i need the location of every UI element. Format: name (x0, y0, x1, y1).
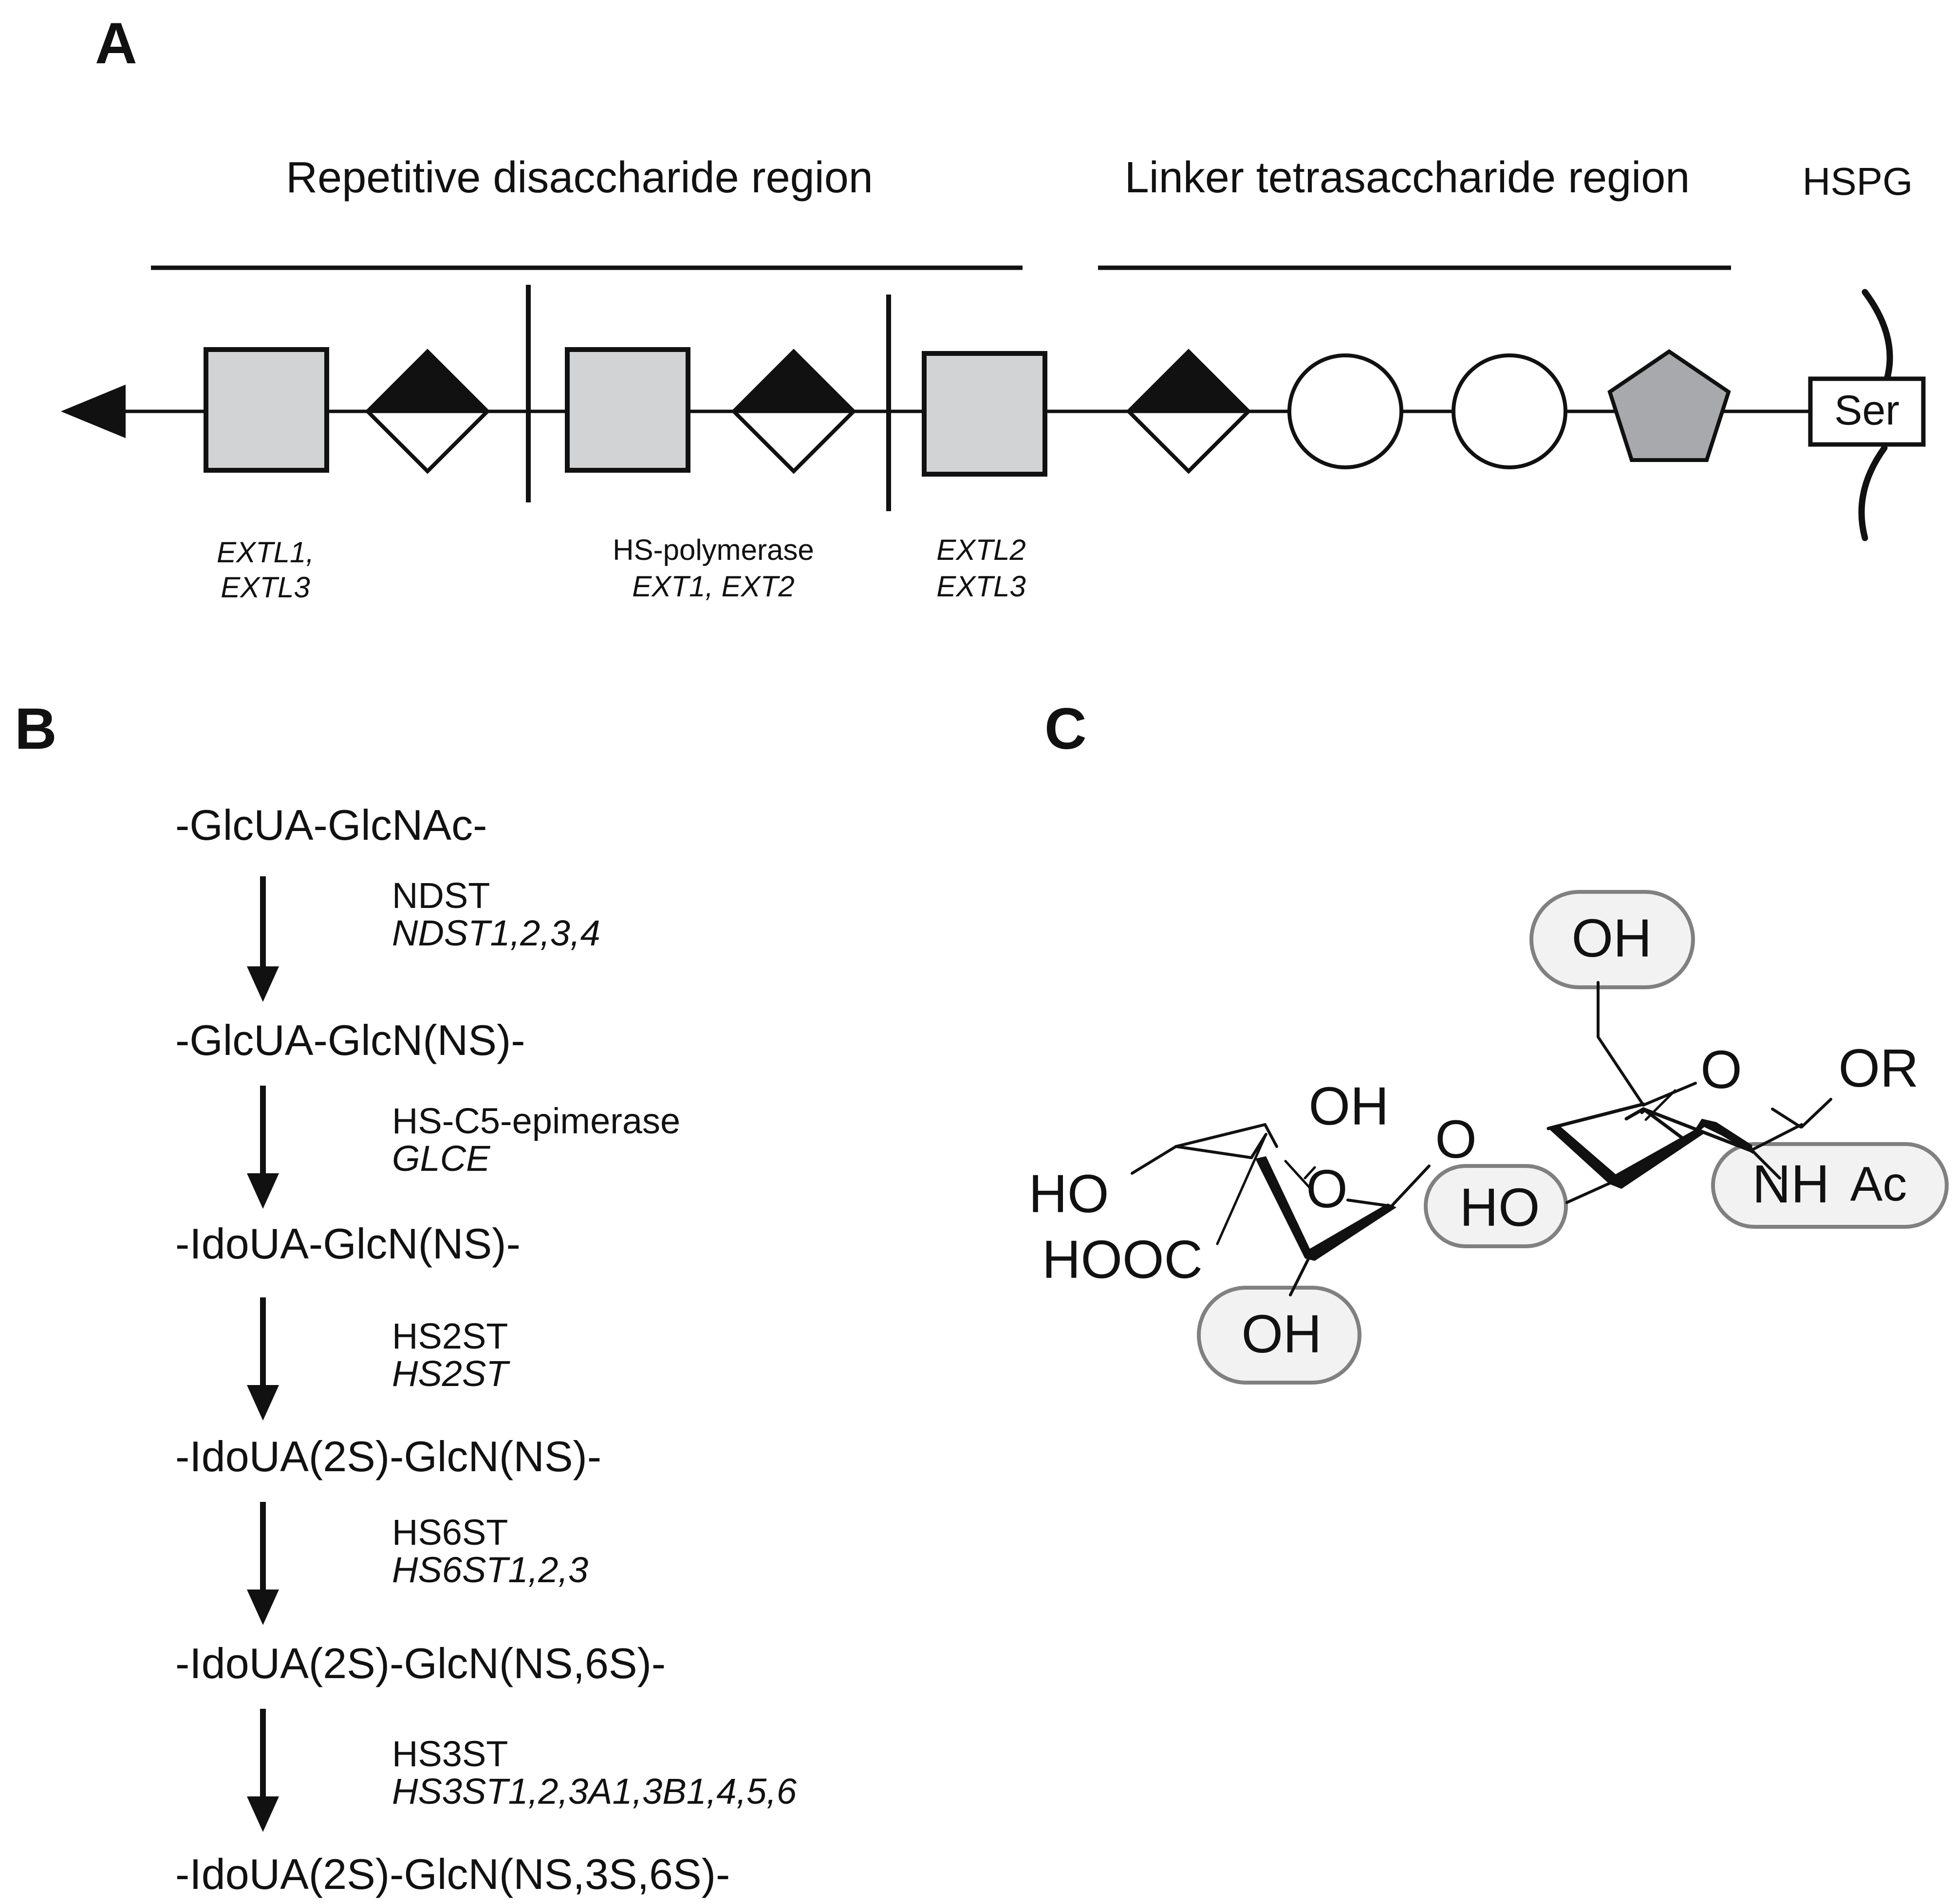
highlight-oh-top (1529, 890, 1695, 989)
region-label-repetitive: Repetitive disaccharide region (286, 153, 873, 202)
pathway-enzyme-hs3st: HS3ST (392, 1734, 508, 1774)
enzyme-label-extl1: EXTL1, (217, 536, 314, 569)
pathway-enzyme-ndst: NDST (392, 875, 490, 916)
panel-c: C (1029, 696, 1949, 1385)
pathway-arrow-3-head (247, 1385, 279, 1421)
idoua-ring (1131, 1123, 1396, 1296)
core-protein-curve (1858, 289, 1893, 541)
label-hooc: HOOC (1042, 1230, 1203, 1290)
pathway-genes-hs6st: HS6ST1,2,3 (392, 1550, 588, 1590)
label-ho-right: HO (1460, 1178, 1540, 1238)
enzyme-label-hs-polymerase: HS-polymerase (613, 534, 814, 566)
pathway-genes-hs3st: HS3ST1,2,3A1,3B1,4,5,6 (392, 1771, 797, 1812)
pathway-product-5: -IdoUA(2S)-GlcN(NS,6S)- (175, 1639, 666, 1687)
glcua-diamond-2 (731, 349, 856, 474)
highlight-oh-bottom (1197, 1286, 1361, 1385)
label-nh: NH (1752, 1154, 1830, 1214)
serine-box (1808, 376, 1926, 447)
label-or: OR (1839, 1038, 1919, 1098)
region-label-linker: Linker tetrasaccharide region (1125, 153, 1690, 202)
pathway-genes-hs2st: HS2ST (392, 1353, 510, 1394)
glcua-diamond-linker (1126, 349, 1251, 474)
pathway-product-6: -IdoUA(2S)-GlcN(NS,3S,6S)- (175, 1850, 730, 1898)
pathway-enzyme-hs2st: HS2ST (392, 1316, 508, 1356)
label-ac: Ac (1850, 1157, 1907, 1211)
label-o-ring-right: O (1700, 1040, 1742, 1100)
glcnac-square-2 (565, 347, 690, 473)
highlight-ho-right (1424, 1164, 1568, 1248)
enzyme-label-extl3-left: EXTL3 (221, 571, 310, 604)
panel-c-letter: C (1044, 696, 1087, 761)
pathway-genes-glce: GLCE (392, 1138, 491, 1179)
pathway-arrow-5-head (247, 1796, 279, 1832)
xylose-pentagon (1607, 349, 1731, 462)
pathway-product-1: -GlcUA-GlcNAc- (175, 801, 487, 849)
pathway-product-2: -GlcUA-GlcN(NS)- (175, 1016, 525, 1064)
label-o-ring-left: O (1306, 1159, 1348, 1219)
pathway-arrow-4-head (247, 1590, 279, 1625)
highlight-nhac (1711, 1142, 1949, 1229)
panel-a: A Repetitive disaccharide region Linker … (61, 11, 1926, 604)
label-oh-bottom: OH (1242, 1304, 1322, 1364)
pathway-genes-ndst: NDST1,2,3,4 (392, 913, 600, 953)
glcnac-square-3 (922, 351, 1047, 477)
galactose-circle-1 (1287, 353, 1403, 469)
region-label-hspg: HSPG (1803, 160, 1913, 203)
panel-b: B -GlcUA-GlcNAc- NDST NDST1,2,3,4 -GlcUA… (15, 696, 797, 1898)
glcnac-square-1 (204, 347, 329, 473)
label-oh-top: OH (1572, 908, 1652, 968)
pathway-arrow-1-head (247, 966, 279, 1002)
enzyme-label-extl3-right: EXTL3 (936, 570, 1025, 603)
chain-direction-arrowhead (61, 385, 126, 438)
pathway-product-3: -IdoUA-GlcN(NS)- (175, 1220, 521, 1268)
galactose-circle-2 (1452, 353, 1567, 469)
panel-b-letter: B (15, 696, 57, 761)
pathway-arrow-2-head (247, 1173, 279, 1209)
enzyme-label-ext1-ext2: EXT1, EXT2 (632, 570, 794, 603)
glcua-diamond-1 (365, 349, 490, 474)
panel-a-letter: A (95, 11, 137, 76)
pathway-enzyme-epimerase: HS-C5-epimerase (392, 1101, 680, 1141)
pathway-enzyme-hs6st: HS6ST (392, 1512, 508, 1553)
label-oh-mid: OH (1309, 1076, 1389, 1136)
serine-label: Ser (1834, 387, 1899, 434)
glycosidic-linkage (1391, 1165, 1431, 1206)
pathway-product-4: -IdoUA(2S)-GlcN(NS)- (175, 1432, 601, 1480)
enzyme-label-extl2: EXTL2 (936, 534, 1025, 566)
label-o-linkage: O (1435, 1109, 1477, 1169)
label-ho-left: HO (1029, 1164, 1109, 1224)
glcnac-ring (1546, 981, 1832, 1204)
